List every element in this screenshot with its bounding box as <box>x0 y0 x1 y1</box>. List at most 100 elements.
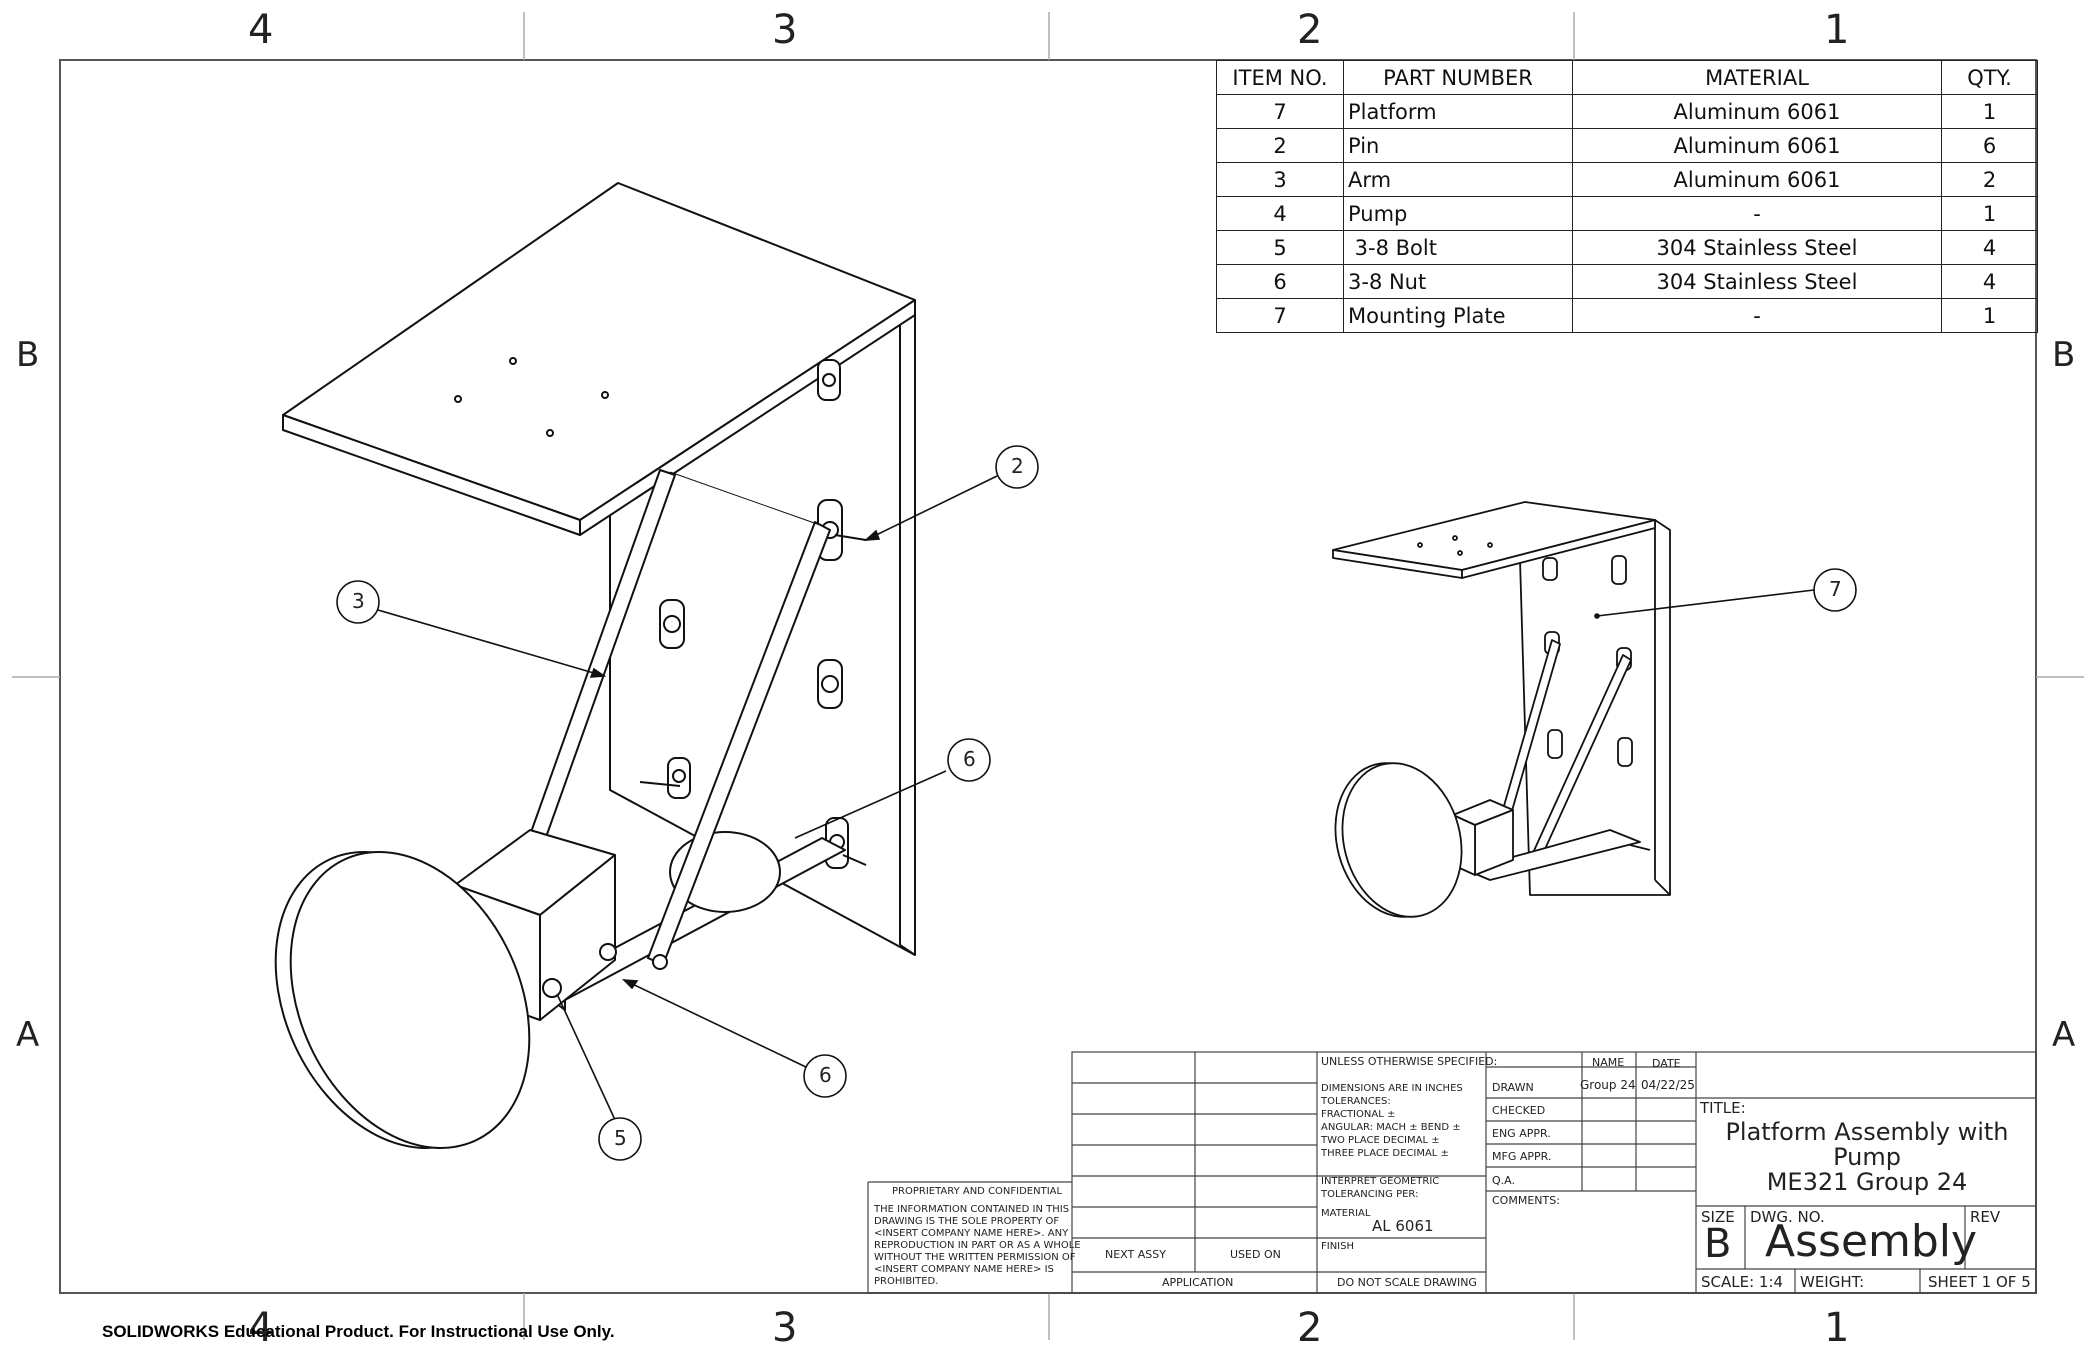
table-row: 6 3-8 Nut 304 Stainless Steel 4 <box>1216 264 2038 299</box>
dimensions-note: DIMENSIONS ARE IN INCHES <box>1321 1083 1463 1094</box>
balloons <box>336 445 1857 1161</box>
application-label: APPLICATION <box>1162 1276 1234 1289</box>
balloon-6b: 6 <box>819 1063 832 1087</box>
bom-item: 2 <box>1216 128 1344 163</box>
table-row: 4 Pump - 1 <box>1216 196 2038 231</box>
bom-qty: 1 <box>1941 298 2038 333</box>
bom-part: Platform <box>1343 94 1573 129</box>
proprietary-line: DRAWING IS THE SOLE PROPERTY OF <box>874 1216 1060 1227</box>
bom-item: 3 <box>1216 162 1344 197</box>
zone-bottom-2: 2 <box>1297 1305 1323 1351</box>
solidworks-watermark: SOLIDWORKS Educational Product. For Inst… <box>102 1322 615 1341</box>
used-on-label: USED ON <box>1230 1248 1281 1261</box>
comments-label: COMMENTS: <box>1492 1194 1560 1207</box>
table-row: 2 Pin Aluminum 6061 6 <box>1216 128 2038 163</box>
do-not-scale-label: DO NOT SCALE DRAWING <box>1337 1276 1477 1289</box>
balloon-3: 3 <box>352 589 365 613</box>
bom-part: 3-8 Nut <box>1343 264 1573 299</box>
zone-top-3: 3 <box>772 7 798 53</box>
zone-top-2: 2 <box>1297 7 1323 53</box>
balloon-2: 2 <box>1011 454 1024 478</box>
angular-note: ANGULAR: MACH ± BEND ± <box>1321 1122 1461 1133</box>
date-header: DATE <box>1652 1057 1681 1070</box>
tolerancing-note: TOLERANCING PER: <box>1321 1189 1419 1200</box>
dwg-no-value: Assembly <box>1765 1216 1978 1267</box>
bom-material: 304 Stainless Steel <box>1572 230 1942 265</box>
bom-item: 5 <box>1216 230 1344 265</box>
zone-right-a: A <box>2052 1015 2076 1055</box>
balloon-7: 7 <box>1829 577 1842 601</box>
material-label: MATERIAL <box>1321 1208 1371 1219</box>
bom-item: 4 <box>1216 196 1344 231</box>
table-row: 3 Arm Aluminum 6061 2 <box>1216 162 2038 197</box>
bom-header-material: MATERIAL <box>1572 60 1942 95</box>
bom-qty: 2 <box>1941 162 2038 197</box>
table-row: 7 Mounting Plate - 1 <box>1216 298 2038 333</box>
zone-bottom-4: 4 <box>248 1305 274 1351</box>
balloon-5: 5 <box>614 1126 627 1150</box>
dwg-no-label: DWG. NO. <box>1750 1208 1825 1226</box>
three-place-note: THREE PLACE DECIMAL ± <box>1321 1148 1449 1159</box>
zone-right-b: B <box>2052 335 2076 375</box>
zone-bottom-3: 3 <box>772 1305 798 1351</box>
proprietary-line: REPRODUCTION IN PART OR AS A WHOLE <box>874 1240 1081 1251</box>
size-value: B <box>1704 1221 1732 1267</box>
zone-top-4: 4 <box>248 7 274 53</box>
zone-left-b: B <box>16 335 40 375</box>
proprietary-title: PROPRIETARY AND CONFIDENTIAL <box>892 1186 1063 1197</box>
fractional-note: FRACTIONAL ± <box>1321 1109 1396 1120</box>
bom-item: 6 <box>1216 264 1344 299</box>
balloon-6a: 6 <box>963 747 976 771</box>
bom-qty: 6 <box>1941 128 2038 163</box>
bom-qty: 4 <box>1941 230 2038 265</box>
bom-material: Aluminum 6061 <box>1572 162 1942 197</box>
scale-label: SCALE: 1:4 <box>1701 1273 1784 1291</box>
title-line-2: Pump <box>1833 1143 1901 1172</box>
title-label: TITLE: <box>1700 1099 1746 1117</box>
bom-header-row: ITEM NO. PART NUMBER MATERIAL QTY. <box>1216 60 2038 95</box>
proprietary-line: PROHIBITED. <box>874 1276 939 1287</box>
weight-label: WEIGHT: <box>1800 1273 1865 1291</box>
eng-appr-label: ENG APPR. <box>1492 1127 1551 1140</box>
bom-part: Pump <box>1343 196 1573 231</box>
bom-qty: 4 <box>1941 264 2038 299</box>
size-label: SIZE <box>1701 1208 1735 1226</box>
proprietary-line: <INSERT COMPANY NAME HERE> IS <box>874 1264 1054 1275</box>
tolerances-note: TOLERANCES: <box>1321 1096 1391 1107</box>
bom-material: - <box>1572 196 1942 231</box>
sheet-label: SHEET 1 OF 5 <box>1928 1273 2031 1291</box>
bom-part: Arm <box>1343 162 1573 197</box>
balloon-leaders <box>377 475 1815 1123</box>
table-row: 5 3-8 Bolt 304 Stainless Steel 4 <box>1216 230 2038 265</box>
bom-qty: 1 <box>1941 94 2038 129</box>
title-line-3: ME321 Group 24 <box>1766 1168 1968 1197</box>
interpret-note: INTERPRET GEOMETRIC <box>1321 1176 1440 1187</box>
proprietary-line: WITHOUT THE WRITTEN PERMISSION OF <box>874 1252 1076 1263</box>
drawing-title: Platform Assembly with Pump ME321 Group … <box>1697 1118 2037 1197</box>
mfg-appr-label: MFG APPR. <box>1492 1150 1552 1163</box>
unless-specified: UNLESS OTHERWISE SPECIFIED: <box>1321 1055 1498 1068</box>
title-line-1: Platform Assembly with <box>1725 1118 2009 1146</box>
bom-part: 3-8 Bolt <box>1343 230 1573 265</box>
name-header: NAME <box>1592 1056 1625 1069</box>
table-row: 7 Platform Aluminum 6061 1 <box>1216 94 2038 129</box>
bom-material: 304 Stainless Steel <box>1572 264 1942 299</box>
bom-header-part: PART NUMBER <box>1343 60 1573 95</box>
bill-of-materials: ITEM NO. PART NUMBER MATERIAL QTY. 7 Pla… <box>1216 60 2038 333</box>
next-assy-label: NEXT ASSY <box>1105 1248 1166 1261</box>
bom-material: Aluminum 6061 <box>1572 94 1942 129</box>
secondary-isometric-view <box>1332 501 1671 918</box>
bom-part: Mounting Plate <box>1343 298 1573 333</box>
main-isometric-view <box>274 182 916 1149</box>
bom-material: Aluminum 6061 <box>1572 128 1942 163</box>
zone-top-1: 1 <box>1824 7 1850 53</box>
bom-qty: 1 <box>1941 196 2038 231</box>
zone-bottom-1: 1 <box>1824 1305 1850 1351</box>
proprietary-line: <INSERT COMPANY NAME HERE>. ANY <box>874 1228 1069 1239</box>
title-block-grid <box>867 1051 2037 1294</box>
bom-part: Pin <box>1343 128 1573 163</box>
zone-left-a: A <box>16 1015 40 1055</box>
rev-label: REV <box>1970 1208 2001 1226</box>
bom-item: 7 <box>1216 298 1344 333</box>
